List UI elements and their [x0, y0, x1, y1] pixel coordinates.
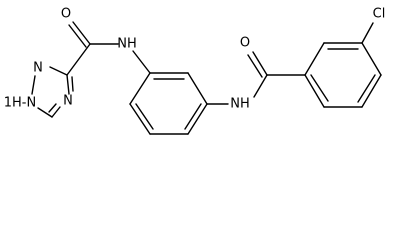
- left-amide: [66, 21, 151, 76]
- bond-ring1-a: [129, 72, 151, 105]
- bond-ring2-cl: [361, 22, 374, 44]
- bond-ring2-a: [304, 42, 325, 76]
- bond-ring1-d: [187, 103, 208, 135]
- bond-ring1-b: [129, 103, 151, 135]
- atom-n-triazole-right: N: [63, 94, 73, 109]
- atom-nh-triazole: 1H-N: [4, 96, 36, 111]
- atom-o-right: O: [240, 36, 250, 51]
- central-benzene-ring: [129, 72, 208, 135]
- bond-carbonyl-o2: [252, 51, 268, 76]
- bond-n4-c3-double: [71, 76, 74, 92]
- atom-n-triazole-top: N: [33, 61, 43, 76]
- bond-c5-n4-double: [48, 103, 57, 113]
- atom-o-left: O: [61, 7, 71, 22]
- atom-nh-left: NH: [117, 37, 137, 52]
- bond-n4-c3: [66, 74, 70, 95]
- bond-carbonyl-o2-double: [247, 54, 263, 78]
- bond-ring1-b-inner: [135, 103, 154, 130]
- atom-nh-right: NH: [230, 97, 250, 112]
- bond-n1-c5: [37, 107, 53, 118]
- bond-c3-n2: [49, 66, 68, 76]
- bond-ring2-c: [361, 42, 382, 76]
- bond-ring1-e: [187, 72, 208, 105]
- bond-carbonyl-o-double: [68, 24, 87, 48]
- bond-ring1-d-inner: [184, 103, 202, 130]
- bond-carbonyl-o: [72, 21, 91, 45]
- molecule-structure-diagram: O NH N N 1H-N O NH Cl: [4, 7, 386, 135]
- right-amide: [206, 51, 306, 105]
- bond-ring2-d: [361, 74, 382, 108]
- chlorophenyl-ring: [304, 22, 382, 108]
- atom-labels: O NH N N 1H-N O NH Cl: [4, 7, 386, 112]
- bond-n-carbonyl: [253, 74, 268, 98]
- bond-ring2-f-inner: [310, 74, 329, 102]
- bond-c5-n4: [51, 106, 61, 118]
- bond-ring2-f: [304, 74, 325, 108]
- atom-cl: Cl: [373, 7, 386, 22]
- bond-c3-carbonyl: [66, 43, 91, 76]
- triazole-ring: [31, 66, 74, 118]
- bond-ring2-d-inner: [357, 74, 376, 103]
- bond-n2-n1: [31, 75, 36, 95]
- bond-n-phenyl: [132, 50, 151, 74]
